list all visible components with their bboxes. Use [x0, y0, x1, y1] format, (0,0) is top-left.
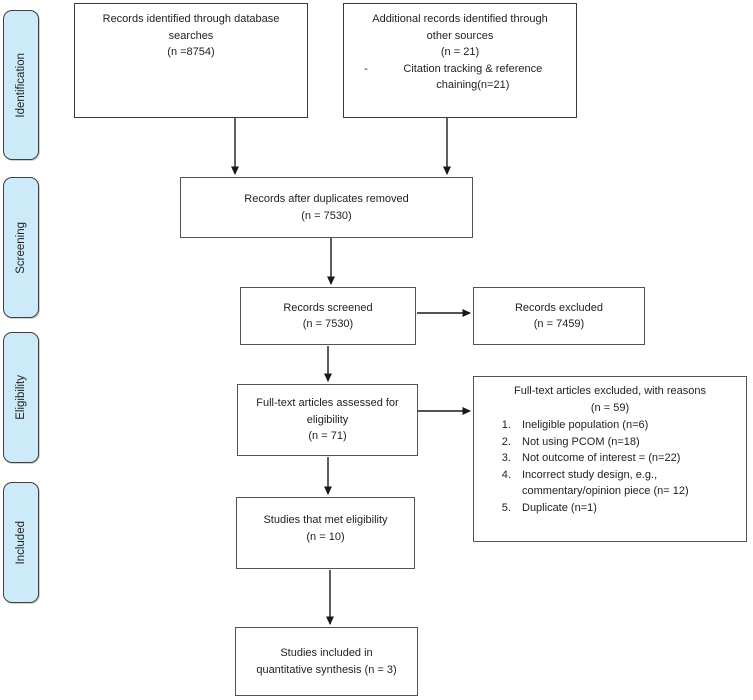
- box-fulltext-assessed-line1: Full-text articles assessed for: [256, 397, 399, 410]
- stage-identification-label: Identification: [15, 52, 27, 118]
- bullet-dash: -: [364, 62, 368, 75]
- exclusion-reason-item: Not using PCOM (n=18): [514, 434, 740, 451]
- box-fulltext-excluded-count: (n = 59): [590, 401, 630, 414]
- box-met-eligibility: Studies that met eligibility (n = 10): [236, 497, 415, 569]
- box-quantitative-synthesis-line1: Studies included in: [280, 647, 373, 659]
- box-records-database-line2: searches: [168, 29, 214, 42]
- box-met-eligibility-line1: Studies that met eligibility: [263, 514, 388, 526]
- box-fulltext-assessed: Full-text articles assessed for eligibil…: [237, 384, 418, 456]
- exclusion-reason-item: Duplicate (n=1): [514, 500, 740, 517]
- stage-eligibility-label: Eligibility: [15, 375, 27, 420]
- box-records-excluded: Records excluded (n = 7459): [473, 287, 645, 345]
- box-fulltext-assessed-line2: eligibility: [306, 413, 349, 426]
- bullet-text: Citation tracking & reference chaining(n…: [403, 62, 543, 92]
- exclusion-reasons-list: Ineligible population (n=6) Not using PC…: [474, 417, 746, 516]
- exclusion-reason-item: Incorrect study design, e.g., commentary…: [514, 467, 740, 500]
- box-additional-records-line2: other sources: [426, 29, 494, 42]
- box-records-screened: Records screened (n = 7530): [240, 287, 416, 345]
- box-additional-records-line3: (n = 21): [440, 46, 480, 58]
- box-records-excluded-line2: (n = 7459): [533, 318, 585, 330]
- box-quantitative-synthesis: Studies included in quantitative synthes…: [235, 627, 418, 696]
- box-quantitative-synthesis-line2: quantitative synthesis (n = 3): [256, 663, 397, 676]
- exclusion-reason-item: Ineligible population (n=6): [514, 417, 740, 434]
- exclusion-reason-item: Not outcome of interest = (n=22): [514, 450, 740, 467]
- box-fulltext-excluded-reasons: Full-text articles excluded, with reason…: [473, 376, 747, 542]
- stage-screening: Screening: [3, 177, 39, 318]
- stage-included: Included: [3, 482, 39, 603]
- box-records-database-line1: Records identified through database: [102, 13, 280, 25]
- stage-included-label: Included: [15, 520, 27, 565]
- box-fulltext-excluded-title: Full-text articles excluded, with reason…: [514, 385, 706, 397]
- box-met-eligibility-line2: (n = 10): [306, 530, 345, 543]
- box-duplicates-removed-line2: (n = 7530): [301, 209, 352, 222]
- box-fulltext-assessed-line3: (n = 71): [308, 430, 347, 443]
- stage-eligibility: Eligibility: [3, 332, 39, 463]
- box-records-screened-line1: Records screened: [283, 301, 373, 314]
- box-duplicates-removed-line1: Records after duplicates removed: [244, 193, 409, 205]
- box-records-excluded-line1: Records excluded: [514, 301, 604, 314]
- stage-screening-label: Screening: [15, 221, 27, 274]
- box-additional-records-bullet: - Citation tracking & reference chaining…: [344, 61, 576, 94]
- stage-identification: Identification: [3, 10, 39, 160]
- box-additional-records-line1: Additional records identified through: [372, 13, 548, 25]
- box-additional-records: Additional records identified through ot…: [343, 3, 577, 118]
- box-records-database: Records identified through database sear…: [74, 3, 308, 118]
- box-records-screened-line2: (n = 7530): [302, 318, 354, 330]
- box-duplicates-removed: Records after duplicates removed (n = 75…: [180, 177, 473, 238]
- box-records-database-line3: (n =8754): [167, 46, 215, 58]
